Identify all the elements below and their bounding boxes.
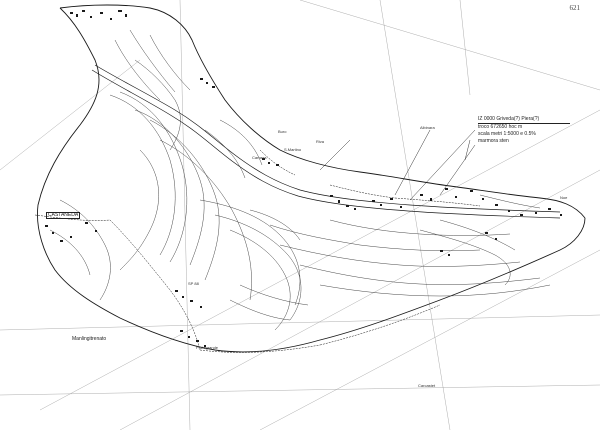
note-line-2: troco 672650 hoc m	[478, 124, 523, 130]
contour-lines	[49, 29, 551, 331]
label-castaneda: CASTANEDA	[46, 212, 81, 219]
label-albinara: Albinara	[420, 125, 435, 130]
label-noe: Noe	[560, 195, 568, 200]
label-manlingitrenato: Manlingitrenato	[72, 336, 107, 342]
note-line-4: marmora sten	[478, 138, 509, 144]
leader-lines	[319, 129, 476, 201]
page-number: 621	[569, 4, 581, 12]
label-sp88: SP 88	[188, 281, 199, 286]
note-line-1: IZ 0000 Griveda(?) Piera(?)	[478, 116, 570, 124]
label-carnera: Carnera	[252, 155, 267, 160]
settlement-clusters	[45, 10, 562, 347]
note-line-3: scala metri 1:5000 e 0.5%	[478, 131, 536, 137]
roads	[34, 149, 481, 353]
river	[91, 64, 561, 219]
label-buro: Buro	[278, 129, 287, 134]
area-outline	[37, 4, 586, 353]
annotation-note: IZ 0000 Griveda(?) Piera(?) troco 672650…	[478, 116, 570, 145]
label-riva: Riva	[316, 139, 325, 144]
label-pratogrande: Pratogrande	[196, 345, 219, 350]
label-carcastet: Carcastet	[418, 383, 436, 388]
label-s-martino: S.Martino	[284, 147, 302, 152]
